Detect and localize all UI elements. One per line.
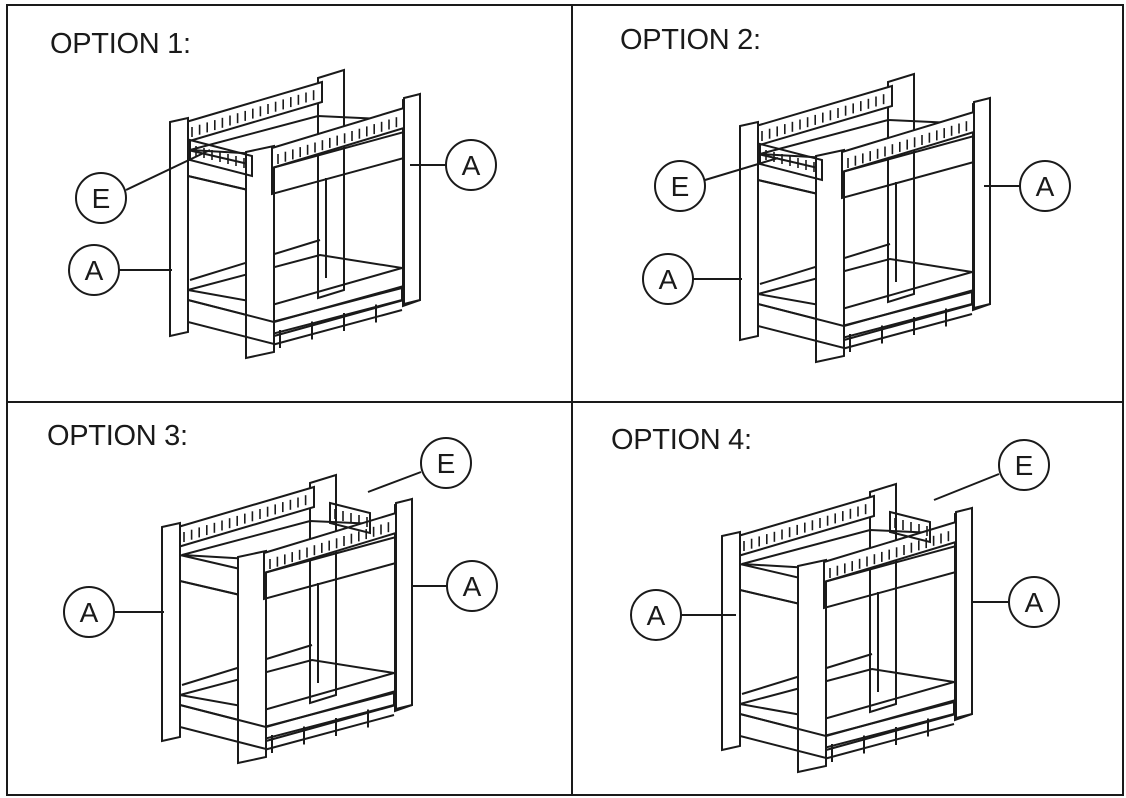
front-mid-post	[797, 558, 827, 774]
callout-e-option-3-leader	[367, 471, 422, 493]
lower-frame	[179, 658, 395, 712]
front-right-post	[395, 497, 413, 711]
front-upper-board	[823, 544, 957, 610]
option-3-title: OPTION 3:	[47, 420, 188, 452]
option-1-title: OPTION 1:	[50, 28, 191, 60]
option-4-title: OPTION 4:	[611, 424, 752, 456]
end-rail-frame	[889, 510, 931, 544]
back-guardrail	[737, 494, 875, 558]
callout-a-right-option-3-label: A	[463, 571, 482, 602]
callout-a-left-option-2: A	[642, 253, 742, 305]
front-guardrail	[841, 110, 975, 174]
callout-a-right-option-3: A	[412, 560, 498, 612]
lower-front-board	[265, 689, 397, 743]
lower-front-board	[825, 698, 957, 752]
callout-e-option-4-circle	[998, 439, 1050, 491]
front-mid-post	[237, 549, 267, 765]
lower-end-board	[757, 302, 845, 350]
lower-front-board	[843, 288, 975, 342]
front-left-post	[739, 120, 759, 342]
panel-borders	[6, 4, 1124, 796]
callout-e-option-3-label: E	[437, 448, 456, 479]
end-guardrail-E	[889, 510, 931, 544]
callout-a-right-option-1-label: A	[462, 150, 481, 181]
front-left-post	[721, 530, 741, 752]
bunk-bed-option-3	[161, 473, 413, 765]
back-guardrail	[755, 84, 893, 148]
callout-a-left-option-2-label: A	[659, 264, 678, 295]
callout-a-left-option-4-label: A	[647, 600, 666, 631]
callout-e-option-1: E	[75, 149, 211, 224]
lower-end-board	[739, 712, 827, 760]
callout-a-left-option-3-label: A	[80, 597, 99, 628]
front-mid-post	[815, 148, 845, 364]
front-upper-board	[263, 535, 397, 601]
end-rail-frame	[759, 142, 823, 182]
front-guardrail	[271, 106, 405, 170]
callout-a-right-option-2: A	[984, 160, 1071, 212]
callout-e-option-1-label: E	[92, 183, 111, 214]
front-upper-board	[841, 134, 975, 200]
callout-a-right-option-2-label: A	[1036, 171, 1055, 202]
lower-front-board	[273, 284, 405, 338]
callout-a-left-option-4: A	[630, 589, 736, 641]
callout-e-option-3: E	[367, 437, 472, 493]
end-rail-frame	[329, 501, 371, 535]
end-rail-frame	[189, 138, 253, 178]
callout-a-left-option-1-label: A	[85, 255, 104, 286]
callout-e-option-2-label: E	[671, 171, 690, 202]
bunk-bed-option-4	[721, 482, 973, 774]
front-right-post	[403, 92, 421, 306]
drawer-base	[841, 313, 973, 350]
callout-e-option-4-label: E	[1015, 450, 1034, 481]
option-2-title: OPTION 2:	[620, 24, 761, 56]
front-mid-post	[245, 144, 275, 360]
lower-frame	[187, 253, 403, 307]
front-right-post	[955, 506, 973, 720]
callout-e-option-3-circle	[420, 437, 472, 489]
back-left-post	[309, 473, 337, 705]
callout-e-option-1-leader	[125, 149, 211, 191]
lower-end-board	[187, 298, 275, 346]
callout-e-option-4: E	[933, 439, 1050, 501]
callout-a-right-option-4-label: A	[1025, 587, 1044, 618]
bunk-bed-option-1	[169, 68, 421, 360]
back-left-post	[317, 68, 345, 300]
back-left-post	[887, 72, 915, 304]
front-guardrail	[263, 511, 397, 575]
lower-end-board	[179, 703, 267, 751]
front-left-post	[161, 521, 181, 743]
front-guardrail	[823, 520, 957, 584]
callout-a-right-option-4: A	[972, 576, 1060, 628]
drawer-base	[263, 714, 395, 751]
end-guardrail-E	[189, 138, 253, 178]
callout-a-left-option-3: A	[63, 586, 164, 638]
lower-frame	[739, 667, 955, 721]
callout-e-option-2-circle	[654, 160, 706, 212]
back-left-post	[869, 482, 897, 714]
callout-a-right-option-1: A	[410, 139, 497, 191]
callout-a-left-option-1: A	[68, 244, 172, 296]
callout-e-option-1-circle	[75, 172, 127, 224]
callout-e-option-4-leader	[933, 473, 1000, 501]
drawer-base	[271, 309, 403, 346]
back-guardrail	[185, 80, 323, 144]
front-upper-board	[271, 130, 405, 196]
callout-e-option-2-leader	[704, 157, 779, 181]
front-left-post	[169, 116, 189, 338]
front-right-post	[973, 96, 991, 310]
end-guardrail-E	[759, 142, 823, 182]
end-guardrail-E	[329, 501, 371, 535]
lower-frame	[757, 257, 973, 311]
drawer-base	[823, 723, 955, 760]
bunk-bed-option-2	[739, 72, 991, 364]
callout-e-option-2: E	[654, 157, 779, 212]
